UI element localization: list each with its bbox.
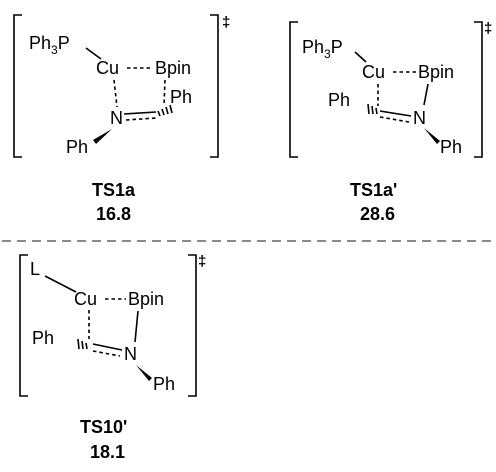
structure-name: TS1a' (350, 180, 397, 200)
bpin-group: Bpin (418, 62, 454, 82)
n-atom: N (124, 344, 137, 364)
n-atom: N (110, 108, 123, 128)
structure-name: TS10' (80, 417, 127, 437)
structure-ts1a-prime: ‡ Ph3P Cu Bpin Ph N Ph TS1a' 28.6 (289, 20, 492, 224)
bracket-left (13, 14, 22, 158)
cu-atom: Cu (74, 289, 97, 309)
phenyl-on-nitrogen: Ph (66, 137, 88, 157)
ligand-label: L (30, 259, 40, 279)
bracket-left (289, 21, 298, 158)
energy-value: 18.1 (90, 442, 125, 462)
c-n-bond (123, 111, 157, 115)
c-n-partial-pi-bond (125, 117, 157, 121)
b-n-bond (134, 310, 139, 343)
hashed-wedge-c-ph (367, 103, 378, 115)
structure-ts10-prime: ‡ L Cu Bpin Ph N Ph TS10' 18.1 (19, 253, 206, 462)
energy-value: 16.8 (96, 204, 131, 224)
hashed-wedge-c-ph (77, 338, 88, 350)
cu-atom: Cu (96, 58, 119, 78)
hashed-wedge-c-ph (157, 104, 173, 117)
p-cu-bond (85, 47, 102, 60)
phenyl-on-carbon: Ph (32, 328, 54, 348)
structure-ts1a: ‡ Ph3P Cu Bpin N Ph Ph TS1a 16.8 (13, 14, 230, 224)
c-n-bond (92, 343, 123, 351)
bracket-right (210, 14, 219, 158)
dagger-symbol: ‡ (484, 20, 492, 37)
c-n-partial-pi-bond (92, 350, 121, 357)
wedge-n-ph (136, 365, 152, 381)
dagger-symbol: ‡ (222, 14, 230, 31)
b-c-partial-bond (163, 79, 166, 107)
energy-value: 28.6 (360, 204, 395, 224)
cu-atom: Cu (362, 62, 385, 82)
ligand-label: Ph3P (29, 33, 70, 57)
structure-name: TS1a (92, 180, 136, 200)
n-atom: N (413, 108, 426, 128)
wedge-n-ph (424, 128, 440, 144)
wedge-n-ph (93, 129, 112, 144)
phenyl-on-carbon: Ph (328, 90, 350, 110)
c-n-bond (379, 110, 412, 117)
bracket-right (474, 21, 483, 158)
bpin-group: Bpin (128, 289, 164, 309)
bracket-right (188, 254, 197, 397)
bpin-group: Bpin (155, 58, 191, 78)
phenyl-on-nitrogen: Ph (440, 137, 462, 157)
bracket-left (19, 254, 28, 397)
p-cu-bond (354, 51, 367, 63)
phenyl-on-nitrogen: Ph (153, 374, 175, 394)
b-n-bond (423, 83, 429, 106)
phenyl-on-carbon: Ph (170, 87, 192, 107)
dagger-symbol: ‡ (198, 253, 206, 270)
c-n-partial-pi-bond (379, 116, 410, 123)
cu-n-partial-bond (113, 79, 118, 108)
l-cu-bond (44, 275, 77, 293)
ligand-label: Ph3P (302, 37, 343, 61)
